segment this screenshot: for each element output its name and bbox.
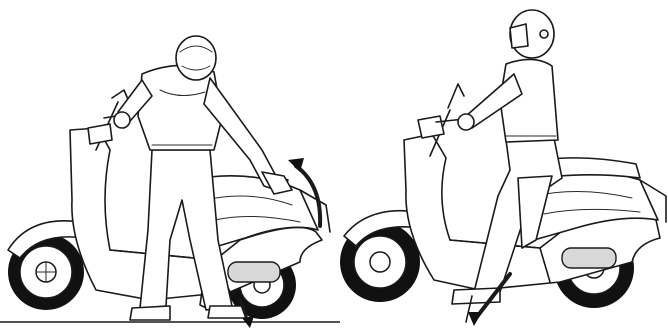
scooter-stand-illustration-right	[340, 0, 668, 328]
illustration-panel-right	[340, 0, 668, 328]
helmet-icon	[176, 36, 216, 80]
illustration-panel-left	[0, 0, 340, 328]
rider-left-glove	[114, 112, 130, 128]
scooter-stand-illustration-left	[0, 0, 340, 328]
helmet-icon	[510, 10, 554, 58]
engine-case	[562, 248, 616, 268]
engine-case	[228, 262, 280, 282]
rider-left-foot	[130, 306, 170, 320]
headlight	[418, 116, 444, 138]
rider-glove	[458, 114, 474, 130]
rider-right-foot	[208, 306, 246, 318]
headlight	[88, 124, 112, 144]
mirror	[448, 84, 464, 108]
